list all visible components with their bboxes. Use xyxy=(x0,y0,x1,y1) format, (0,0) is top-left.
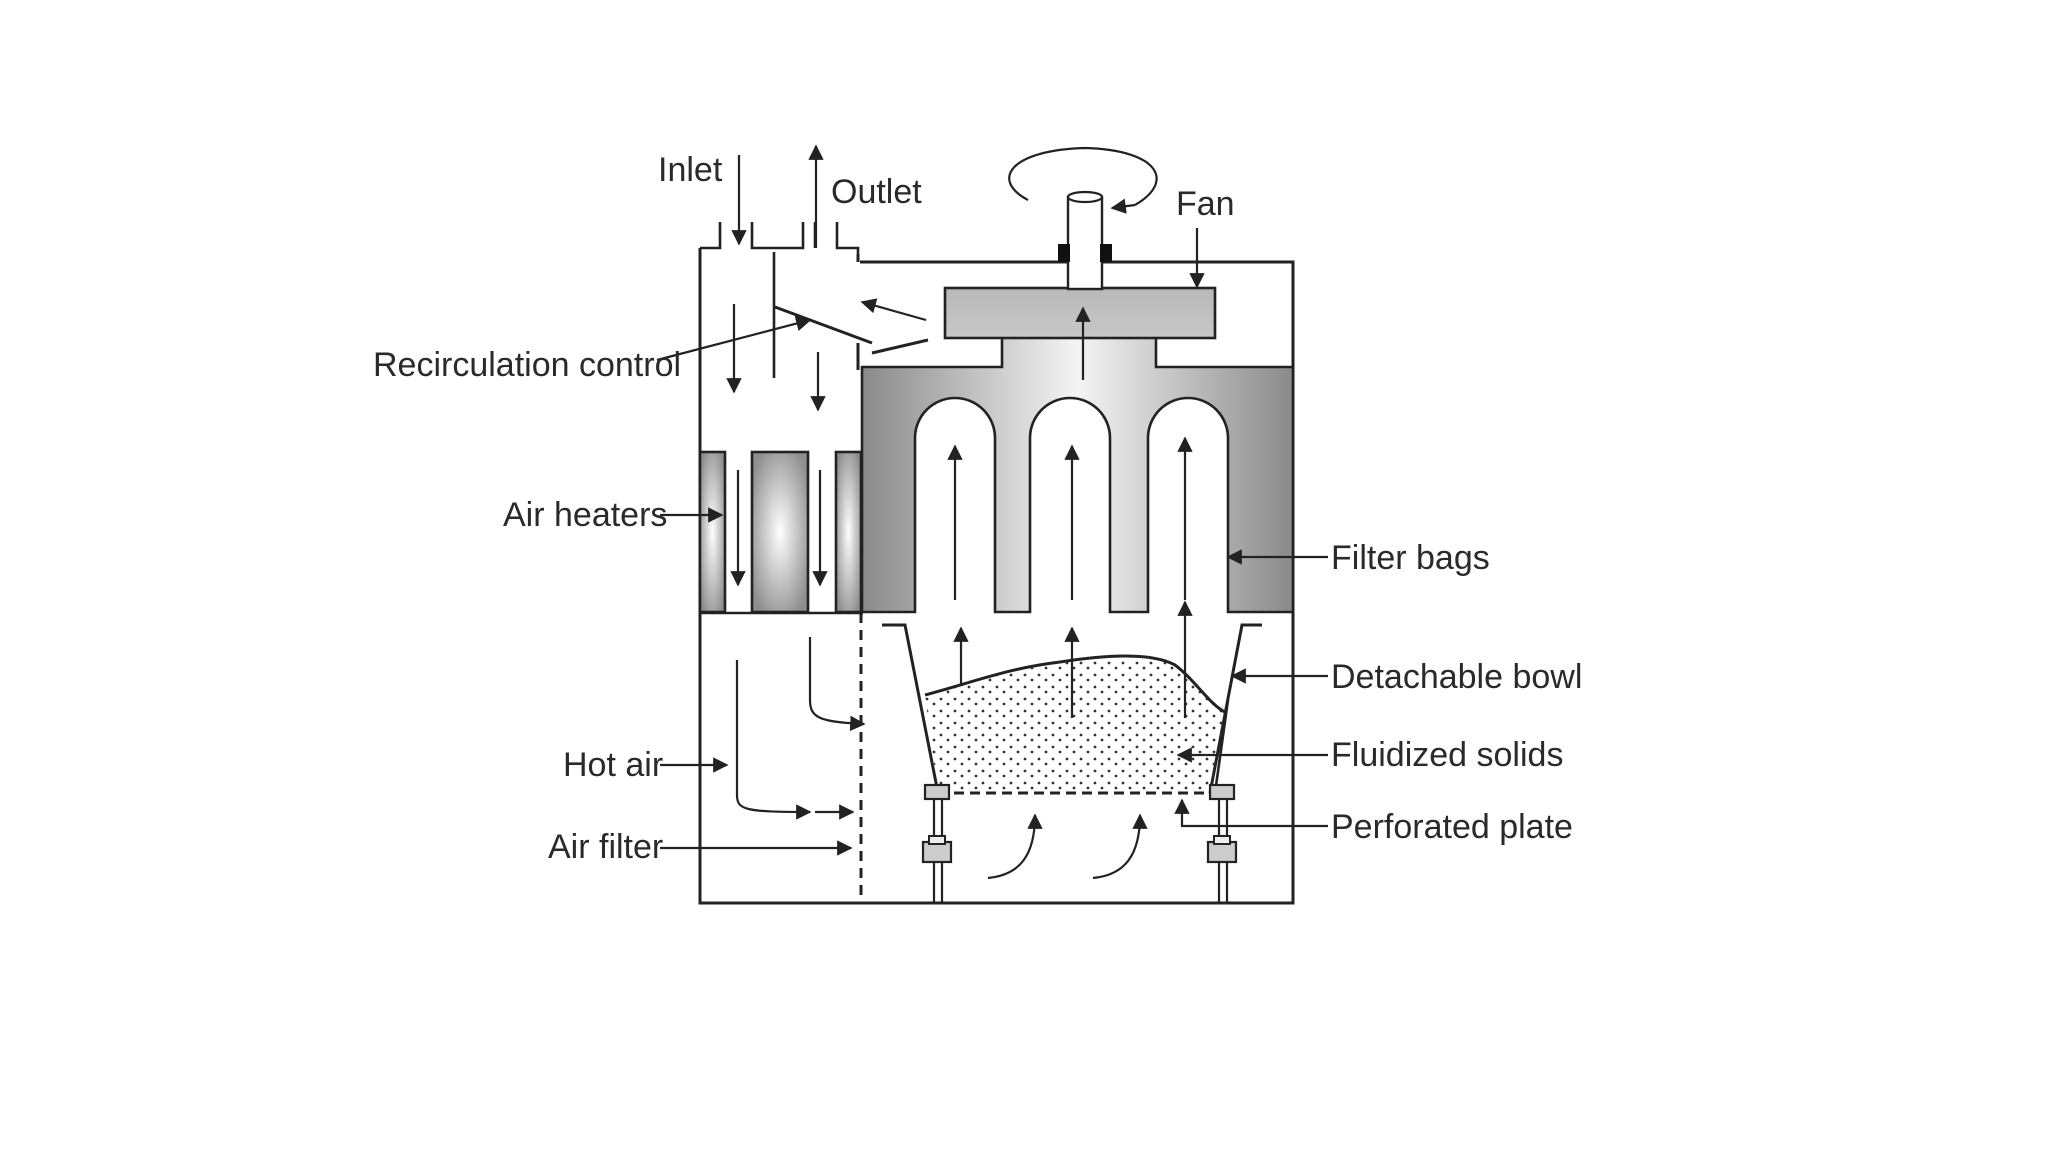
label-fluidized-solids: Fluidized solids xyxy=(1331,736,1563,774)
label-air-heaters: Air heaters xyxy=(503,496,667,534)
label-recirculation-control: Recirculation control xyxy=(373,346,681,384)
recirculation-flap xyxy=(774,305,929,370)
label-air-filter: Air filter xyxy=(548,828,663,866)
fan xyxy=(943,146,1217,340)
filter-bags xyxy=(860,335,1295,614)
fluidized-solids xyxy=(924,654,1226,793)
bowl-clamp-left xyxy=(921,783,953,903)
label-outlet: Outlet xyxy=(831,173,922,211)
label-hot-air: Hot air xyxy=(563,746,663,784)
label-filter-bags: Filter bags xyxy=(1331,539,1490,577)
label-perforated-plate: Perforated plate xyxy=(1331,808,1573,846)
bowl-clamp-right xyxy=(1206,783,1238,903)
flow-arrows xyxy=(726,144,1193,880)
air-heaters xyxy=(698,450,863,614)
outlet-duct xyxy=(813,222,860,262)
label-inlet: Inlet xyxy=(658,151,723,189)
inlet-duct xyxy=(700,222,805,250)
label-fan: Fan xyxy=(1176,185,1235,223)
label-detachable-bowl: Detachable bowl xyxy=(1331,658,1582,696)
leader-lines xyxy=(656,228,1328,856)
